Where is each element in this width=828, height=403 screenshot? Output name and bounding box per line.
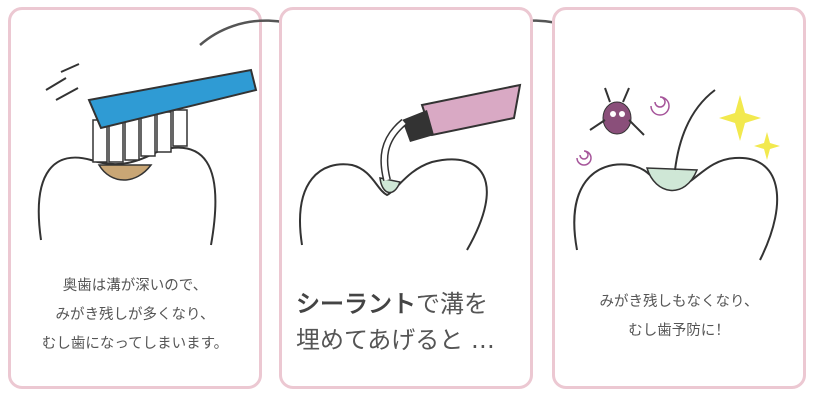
panel-problem: 奥歯は溝が深いので、 みがき残しが多くなり、 むし歯になってしまいます。 — [8, 7, 262, 389]
dizzy-icon — [576, 150, 592, 166]
sealant-tube — [420, 83, 522, 137]
prevention-illustration — [573, 87, 780, 261]
tooth-outline — [37, 146, 217, 246]
toothbrush-handle — [87, 68, 258, 130]
sealant — [645, 167, 699, 192]
sealant — [379, 177, 402, 194]
toothbrush-illustration — [37, 63, 258, 246]
sealant-illustration — [299, 83, 522, 251]
panel-prevention: みがき残しもなくなり、 むし歯予防に！ — [552, 7, 806, 389]
panel-sealant: シーラントで溝を 埋めてあげると … — [279, 7, 533, 389]
motion-lines — [45, 63, 80, 101]
sparkle-icon — [719, 95, 780, 160]
caption: 奥歯は溝が深いので、 みがき残しが多くなり、 むし歯になってしまいます。 — [41, 278, 229, 352]
plaque — [97, 164, 153, 181]
dizzy-icon — [650, 96, 670, 116]
germ-icon — [589, 87, 645, 136]
caption: みがき残しもなくなり、 むし歯予防に！ — [599, 294, 759, 339]
caption: シーラントで溝を 埋めてあげると … — [296, 290, 495, 354]
